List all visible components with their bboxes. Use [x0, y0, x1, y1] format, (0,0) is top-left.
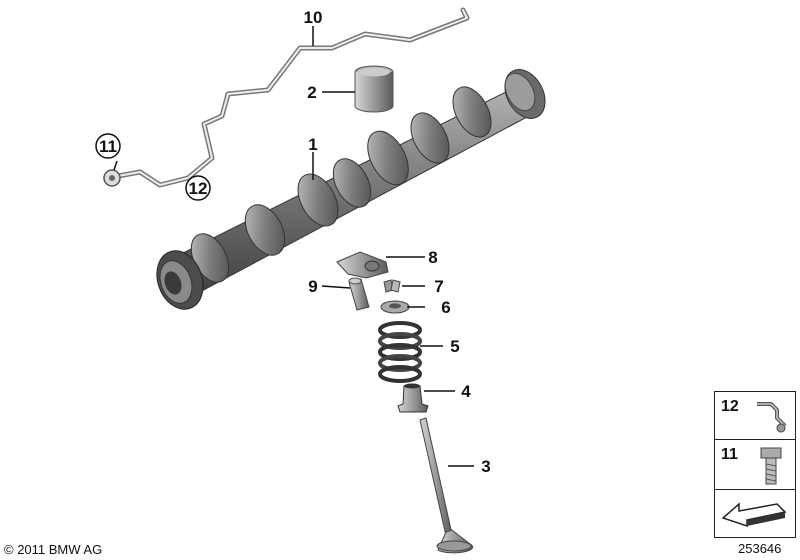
- callout-9: 9: [308, 277, 317, 296]
- callout-12: 12: [189, 179, 208, 198]
- spring-retainer-part-6: [380, 300, 410, 314]
- callout-8: 8: [428, 248, 437, 267]
- callout-ring-12: [185, 175, 211, 201]
- callout-ring-11: [95, 133, 121, 159]
- camshaft-end-rear: [504, 69, 546, 119]
- callout-3: 3: [481, 457, 490, 476]
- callout-11: 11: [99, 137, 117, 156]
- legend-row-arrow: [715, 490, 795, 537]
- arrow-icon: [721, 502, 787, 528]
- valve-spring-part-5: [378, 321, 422, 383]
- bolt-icon: [760, 447, 782, 485]
- diagram-number: 253646: [738, 541, 782, 556]
- callout-2: 2: [307, 83, 316, 102]
- callout-10: 10: [304, 8, 323, 27]
- clamp-icon: [757, 402, 787, 433]
- valve-part-3: [419, 417, 474, 554]
- camshaft-end-front: [156, 250, 204, 310]
- legend-row-11: 11: [715, 440, 795, 490]
- valve-collets-part-7: [383, 279, 401, 293]
- legend-number-12: 12: [721, 398, 739, 415]
- oil-pipe-part-10: [103, 7, 470, 188]
- valve-stem-seal-part-4: [397, 383, 429, 413]
- cam-lobes: [190, 86, 492, 283]
- tappet-part-2: [354, 65, 394, 113]
- rocker-arm-part-8: [336, 251, 389, 279]
- callout-6: 6: [441, 298, 450, 317]
- parts-legend: 12 11: [714, 391, 796, 538]
- callout-7: 7: [434, 277, 443, 296]
- camshaft-part-1: [156, 69, 546, 310]
- lash-adjuster-part-9: [348, 277, 370, 311]
- legend-number-11: 11: [721, 446, 738, 463]
- legend-row-12: 12: [715, 392, 795, 440]
- callout-5: 5: [450, 337, 459, 356]
- copyright-text: © 2011 BMW AG: [4, 542, 103, 557]
- callout-4: 4: [461, 382, 471, 401]
- callout-1: 1: [308, 135, 317, 154]
- leader-lines: [113, 26, 474, 467]
